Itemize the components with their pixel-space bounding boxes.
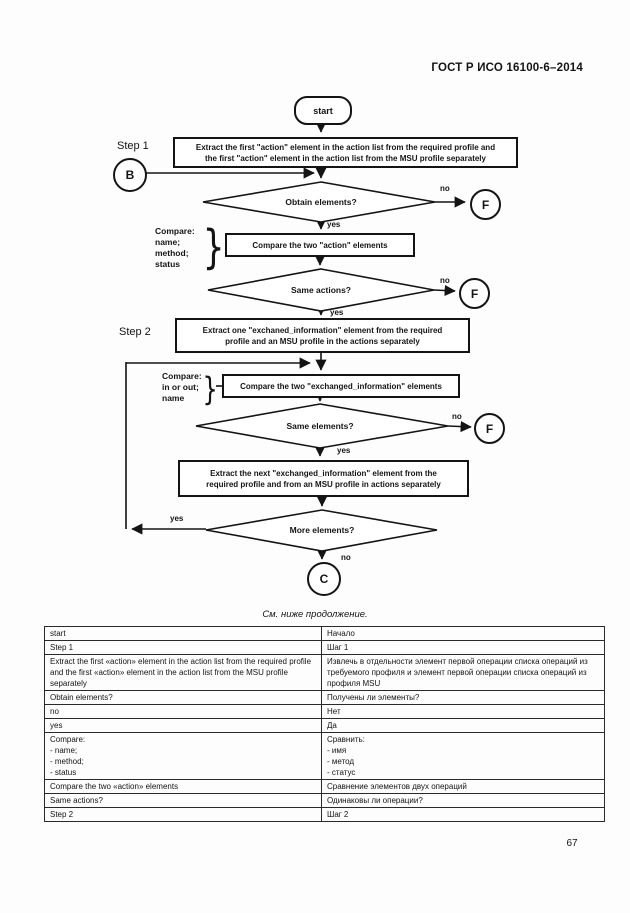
branch-no-2: no bbox=[440, 276, 450, 285]
branch-no-3: no bbox=[452, 412, 462, 421]
decision-more-elements-label: More elements? bbox=[289, 525, 355, 535]
table-cell-en: Compare the two «action» elements bbox=[44, 779, 322, 794]
process-box-extract-one-exchanged-information: Extract one "exchaned_information" eleme… bbox=[175, 318, 470, 353]
decision-same-elements-label: Same elements? bbox=[286, 421, 354, 431]
process-box-compare-exchanged-information: Compare the two "exchanged_information" … bbox=[222, 374, 460, 398]
table-cell-en: Step 1 bbox=[44, 640, 322, 655]
branch-yes-4: yes bbox=[170, 514, 184, 523]
compare-note-1: Compare: name; method; status bbox=[155, 226, 195, 269]
branch-no-1: no bbox=[440, 184, 450, 193]
table-row: Compare the two «action» elements Сравне… bbox=[44, 779, 605, 794]
process-box-extract-first-action: Extract the first "action" element in th… bbox=[173, 137, 518, 168]
connector-b: B bbox=[113, 158, 147, 192]
flow-start-terminal: start bbox=[294, 96, 352, 125]
process-box-extract-next-exchanged-information: Extract the next "exchanged_information"… bbox=[178, 460, 469, 497]
connector-f-3: F bbox=[474, 413, 505, 444]
branch-yes-2: yes bbox=[330, 308, 344, 317]
branch-no-4: no bbox=[341, 553, 351, 562]
page-number: 67 bbox=[566, 838, 578, 849]
decision-obtain-elements-label: Obtain elements? bbox=[285, 197, 357, 207]
table-cell-en: Compare: - name; - method; - status bbox=[44, 732, 322, 780]
legend-table: start Начало Step 1 Шаг 1 Extract the fi… bbox=[44, 626, 605, 822]
table-cell-en: Obtain elements? bbox=[44, 690, 322, 705]
table-cell-ru: Получены ли элементы? bbox=[321, 690, 605, 705]
table-row: Same actions? Одинаковы ли операции? bbox=[44, 793, 605, 808]
table-cell-ru: Шаг 2 bbox=[321, 807, 605, 822]
table-row: Extract the first «action» element in th… bbox=[44, 654, 605, 691]
brace-2: } bbox=[202, 370, 218, 408]
table-row: start Начало bbox=[44, 626, 605, 641]
table-row: no Нет bbox=[44, 704, 605, 719]
table-cell-ru: Нет bbox=[321, 704, 605, 719]
table-row: Obtain elements? Получены ли элементы? bbox=[44, 690, 605, 705]
table-cell-en: Extract the first «action» element in th… bbox=[44, 654, 322, 691]
document-title: ГОСТ Р ИСО 16100-6–2014 bbox=[431, 62, 583, 74]
table-cell-ru: Сравнить: - имя - метод - статус bbox=[321, 732, 605, 780]
table-cell-ru: Одинаковы ли операции? bbox=[321, 793, 605, 808]
step1-label: Step 1 bbox=[117, 140, 149, 152]
table-cell-ru: Начало bbox=[321, 626, 605, 641]
continuation-caption: См. ниже продолжение. bbox=[262, 609, 368, 620]
table-row: Step 2 Шаг 2 bbox=[44, 807, 605, 822]
table-cell-ru: Сравнение элементов двух операций bbox=[321, 779, 605, 794]
connector-c: C bbox=[307, 562, 341, 596]
compare-note-2: Compare: in or out; name bbox=[162, 371, 202, 403]
table-cell-en: Step 2 bbox=[44, 807, 322, 822]
table-cell-ru: Извлечь в отдельности элемент первой опе… bbox=[321, 654, 605, 691]
table-cell-ru: Да bbox=[321, 718, 605, 733]
table-cell-ru: Шаг 1 bbox=[321, 640, 605, 655]
step2-label: Step 2 bbox=[119, 326, 151, 338]
table-cell-en: no bbox=[44, 704, 322, 719]
connector-f-2: F bbox=[459, 278, 490, 309]
brace-1: } bbox=[202, 220, 225, 274]
table-row: Compare: - name; - method; - status Срав… bbox=[44, 732, 605, 780]
branch-yes-3: yes bbox=[337, 446, 351, 455]
table-row: yes Да bbox=[44, 718, 605, 733]
branch-yes-1: yes bbox=[327, 220, 341, 229]
connector-f-1: F bbox=[470, 189, 501, 220]
decision-same-actions-label: Same actions? bbox=[291, 285, 351, 295]
table-row: Step 1 Шаг 1 bbox=[44, 640, 605, 655]
table-cell-en: start bbox=[44, 626, 322, 641]
table-cell-en: yes bbox=[44, 718, 322, 733]
process-box-compare-actions: Compare the two "action" elements bbox=[225, 233, 415, 257]
table-cell-en: Same actions? bbox=[44, 793, 322, 808]
